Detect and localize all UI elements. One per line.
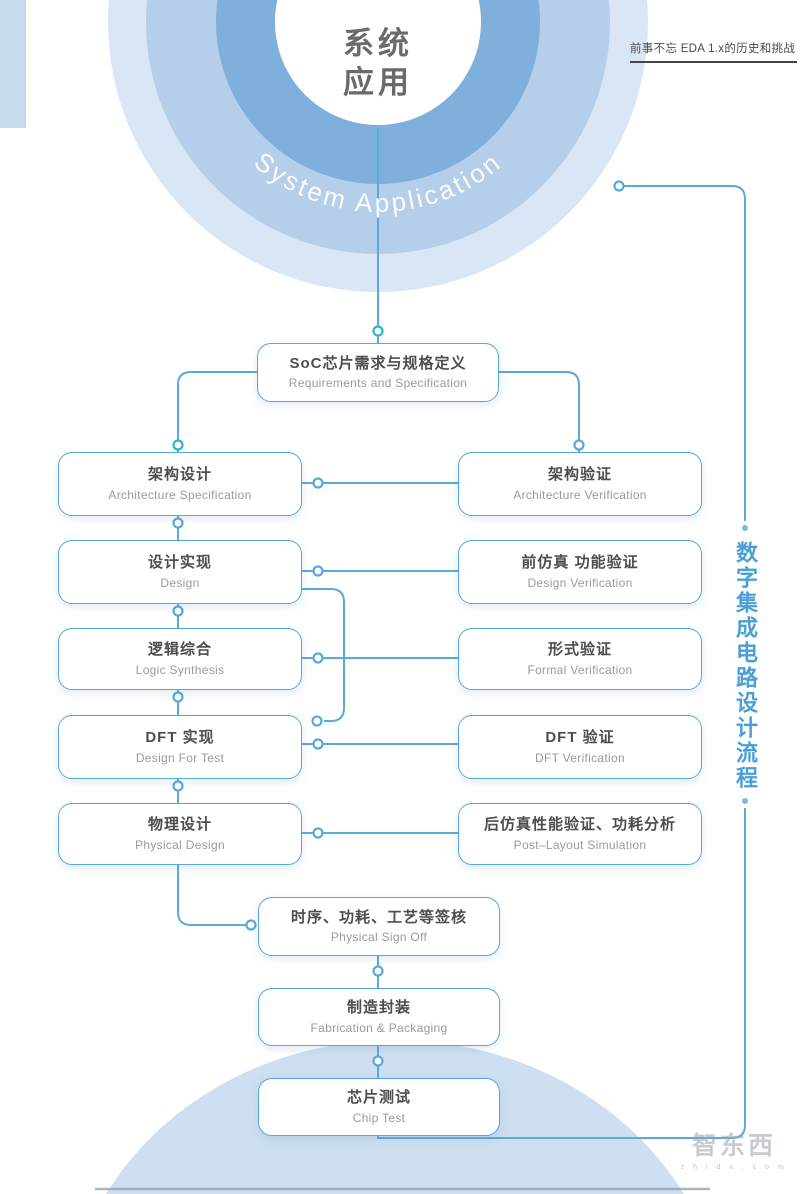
node-dot xyxy=(613,180,625,192)
side-label-bottom-dot xyxy=(742,798,748,804)
node-dot xyxy=(172,605,184,617)
box-title: DFT 实现 xyxy=(145,729,215,747)
node-dot xyxy=(312,652,324,664)
flow-box-design: 设计实现 Design xyxy=(58,540,302,604)
node-dot xyxy=(311,715,323,727)
box-title: 形式验证 xyxy=(547,641,612,659)
flow-box-design-verification: 前仿真 功能验证 Design Verification xyxy=(458,540,702,604)
box-title: 物理设计 xyxy=(147,816,212,834)
node-dot xyxy=(312,565,324,577)
watermark: 智东西 z h i d x . c o m xyxy=(672,1126,796,1171)
box-subtitle: Architecture Verification xyxy=(513,487,647,502)
box-title: 前仿真 功能验证 xyxy=(521,554,639,572)
box-title: DFT 验证 xyxy=(545,729,615,747)
flow-box-formal-verification: 形式验证 Formal Verification xyxy=(458,628,702,690)
box-subtitle: Chip Test xyxy=(352,1110,406,1125)
box-subtitle: Design Verification xyxy=(527,575,633,590)
node-dot xyxy=(245,919,257,931)
flow-box-architecture-verification: 架构验证 Architecture Verification xyxy=(458,452,702,516)
node-dot xyxy=(372,325,384,337)
box-subtitle: Fabrication & Packaging xyxy=(310,1020,448,1035)
flow-box-sign-off: 时序、功耗、工艺等签核 Physical Sign Off xyxy=(258,897,500,956)
hero-title-line1: 系统 xyxy=(343,26,413,61)
box-subtitle: Design xyxy=(160,575,200,590)
flow-box-logic-synthesis: 逻辑综合 Logic Synthesis xyxy=(58,628,302,690)
node-dot xyxy=(372,965,384,977)
watermark-logo: 智东西 xyxy=(691,1132,776,1160)
box-title: 芯片测试 xyxy=(346,1089,411,1107)
node-dot xyxy=(172,517,184,529)
box-subtitle: DFT Verification xyxy=(535,750,625,765)
box-title: 时序、功耗、工艺等签核 xyxy=(290,908,467,926)
side-label-design-flow: 数字集成电路设计流程 xyxy=(733,541,758,791)
flow-box-dft-verification: DFT 验证 DFT Verification xyxy=(458,715,702,779)
box-subtitle: Physical Design xyxy=(135,837,225,852)
flow-box-architecture-design: 架构设计 Architecture Specification xyxy=(58,452,302,516)
node-dot xyxy=(172,439,184,451)
box-title: 制造封装 xyxy=(346,999,411,1017)
box-title: 架构设计 xyxy=(147,466,212,484)
node-dot xyxy=(312,477,324,489)
corner-accent-bar xyxy=(0,0,26,128)
header-note: 前事不忘 EDA 1.x的历史和挑战 xyxy=(630,40,797,63)
box-subtitle: Design For Test xyxy=(135,750,225,765)
flow-box-soc-requirements: SoC芯片需求与规格定义 Requirements and Specificat… xyxy=(257,343,499,402)
watermark-domain: z h i d x . c o m xyxy=(680,1164,788,1171)
node-dot xyxy=(312,827,324,839)
hero-title-line2: 应用 xyxy=(343,65,413,100)
node-dot xyxy=(573,439,585,451)
node-markers xyxy=(172,180,625,1067)
flow-box-physical-design: 物理设计 Physical Design xyxy=(58,803,302,865)
box-title: SoC芯片需求与规格定义 xyxy=(289,354,467,372)
box-subtitle: Physical Sign Off xyxy=(330,930,428,945)
flow-box-chip-test: 芯片测试 Chip Test xyxy=(258,1078,500,1136)
box-subtitle: Requirements and Specification xyxy=(288,376,468,391)
flow-box-fabrication-packaging: 制造封装 Fabrication & Packaging xyxy=(258,988,500,1046)
node-dot xyxy=(312,738,324,750)
box-subtitle: Post–Layout Simulation xyxy=(513,837,647,852)
side-label-top-dot xyxy=(742,525,748,531)
box-title: 设计实现 xyxy=(147,554,212,572)
node-dot xyxy=(172,780,184,792)
node-dot xyxy=(172,691,184,703)
box-subtitle: Logic Synthesis xyxy=(135,662,225,677)
box-title: 架构验证 xyxy=(547,466,612,484)
flow-box-dft: DFT 实现 Design For Test xyxy=(58,715,302,779)
node-dot xyxy=(372,1055,384,1067)
box-subtitle: Formal Verification xyxy=(527,662,633,677)
connector-lines xyxy=(177,128,746,1139)
box-subtitle: Architecture Specification xyxy=(108,487,252,502)
flow-box-post-layout-simulation: 后仿真性能验证、功耗分析 Post–Layout Simulation xyxy=(458,803,702,865)
box-title: 逻辑综合 xyxy=(147,641,212,659)
box-title: 后仿真性能验证、功耗分析 xyxy=(483,816,676,834)
